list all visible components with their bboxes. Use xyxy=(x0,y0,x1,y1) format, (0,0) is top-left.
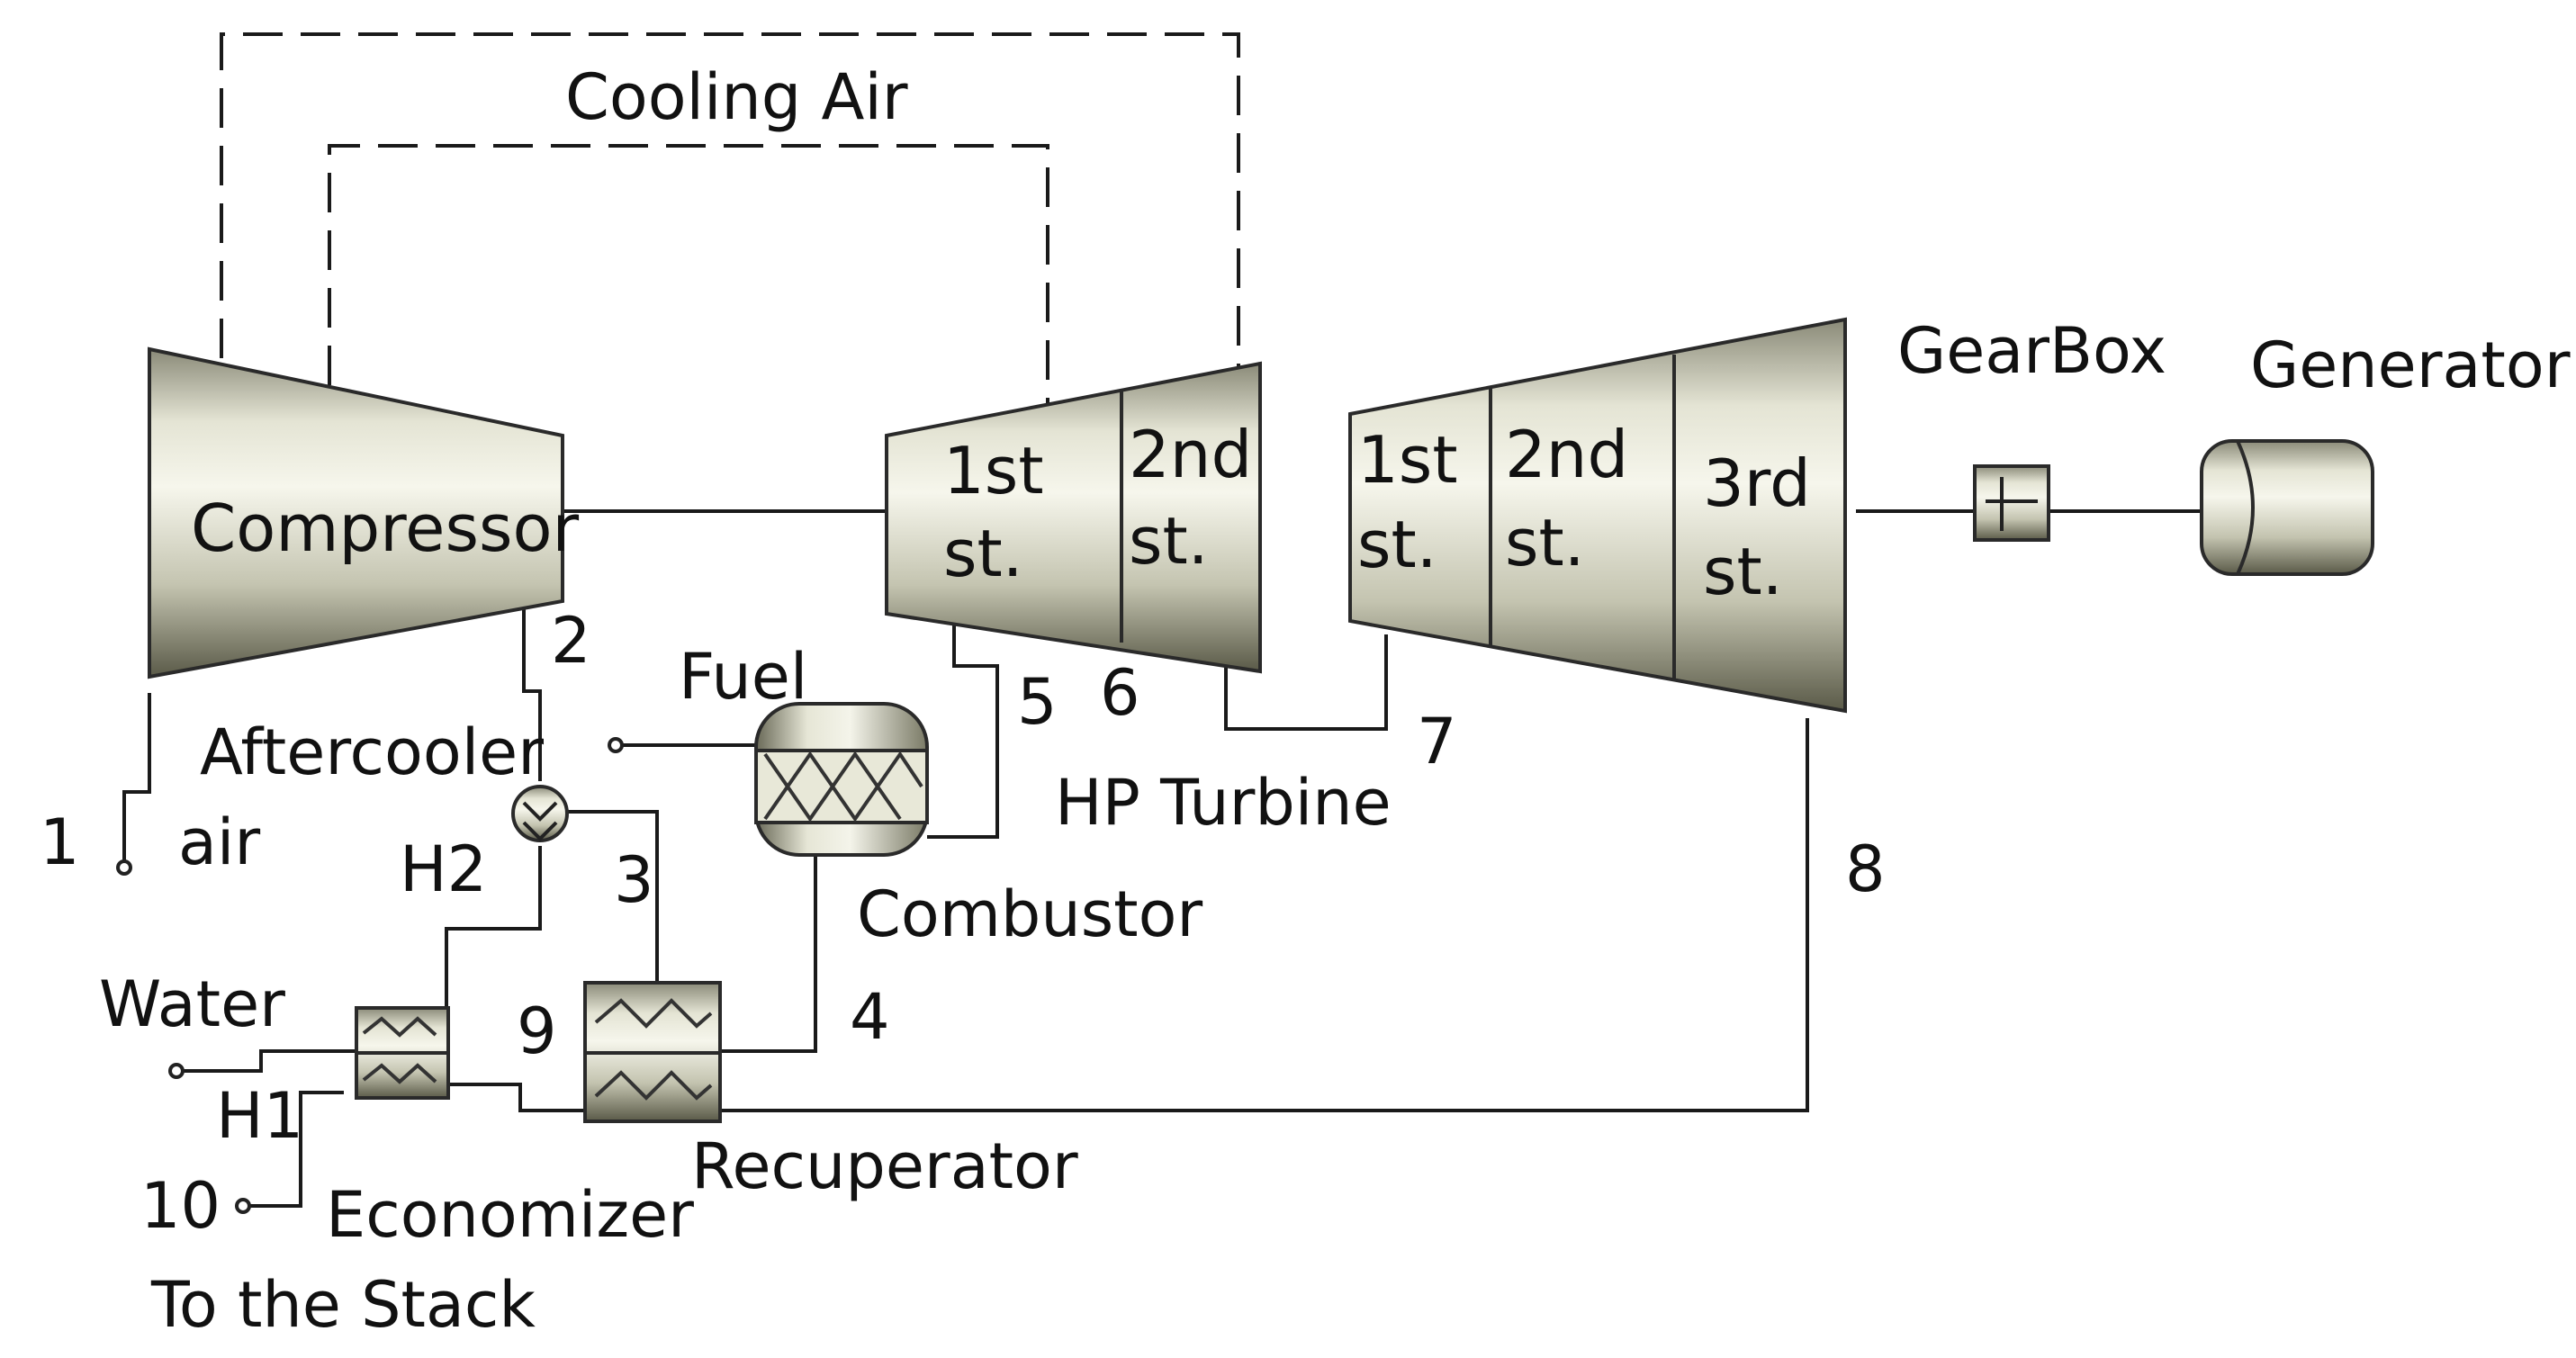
combustor-label: Combustor xyxy=(857,877,1202,951)
stream-5: 5 xyxy=(1017,665,1058,739)
stream-6: 6 xyxy=(1100,656,1140,730)
port-markers xyxy=(116,737,624,1214)
gearbox xyxy=(1973,464,2050,542)
gearbox-label: GearBox xyxy=(1897,314,2166,388)
lp-stage1-label-a: 1st xyxy=(1357,422,1458,498)
labels: Cooling Air GearBox Generator Fuel After… xyxy=(99,60,2571,1342)
generator xyxy=(2200,439,2374,576)
stream-10: 10 xyxy=(140,1169,221,1243)
h1-label: H1 xyxy=(216,1079,303,1153)
fuel-label: Fuel xyxy=(679,640,807,714)
lp-turbine: 1st st. 2nd st. 3rd st. xyxy=(1348,317,1847,714)
lp-stage2-label-a: 2nd xyxy=(1505,417,1628,492)
cooling-air-lines xyxy=(220,32,1240,403)
aftercooler xyxy=(511,785,569,842)
hp-stage2-label-b: st. xyxy=(1129,503,1209,579)
lp-stage3-label-b: st. xyxy=(1703,534,1783,609)
economizer xyxy=(355,1006,450,1100)
lp-stage1-label-b: st. xyxy=(1357,507,1437,582)
hp-stage1-label-a: 1st xyxy=(943,433,1044,508)
aftercooler-label: Aftercooler xyxy=(200,715,544,789)
cooling-air-label: Cooling Air xyxy=(565,60,908,134)
stream-2: 2 xyxy=(551,604,591,678)
stream-4: 4 xyxy=(850,980,890,1054)
economizer-label: Economizer xyxy=(326,1178,694,1252)
hp-turbine-label: HP Turbine xyxy=(1055,766,1392,840)
stream-1: 1 xyxy=(40,805,80,879)
stream-numbers: 1 2 3 4 5 6 7 8 9 10 xyxy=(40,604,1886,1243)
hp-stage1-label-b: st. xyxy=(943,516,1023,591)
recuperator xyxy=(583,981,722,1123)
air-label: air xyxy=(178,805,260,879)
recuperator-label: Recuperator xyxy=(691,1129,1078,1203)
compressor: Compressor xyxy=(148,346,580,679)
generator-label: Generator xyxy=(2250,328,2571,402)
stream-3: 3 xyxy=(614,843,654,917)
process-flow-lines xyxy=(122,509,2202,1208)
stream-9: 9 xyxy=(517,994,557,1068)
lp-stage2-label-b: st. xyxy=(1505,505,1585,580)
hp-turbine: 1st st. 2nd st. xyxy=(885,361,1262,674)
stream-7: 7 xyxy=(1417,705,1457,778)
to-the-stack-label: To the Stack xyxy=(150,1268,536,1342)
hp-stage2-label-a: 2nd xyxy=(1129,417,1252,492)
stream-8: 8 xyxy=(1845,832,1886,906)
combustor xyxy=(754,702,929,857)
water-label: Water xyxy=(99,967,285,1041)
h2-label: H2 xyxy=(400,832,487,906)
compressor-label: Compressor xyxy=(191,490,580,566)
lp-stage3-label-a: 3rd xyxy=(1703,445,1811,521)
